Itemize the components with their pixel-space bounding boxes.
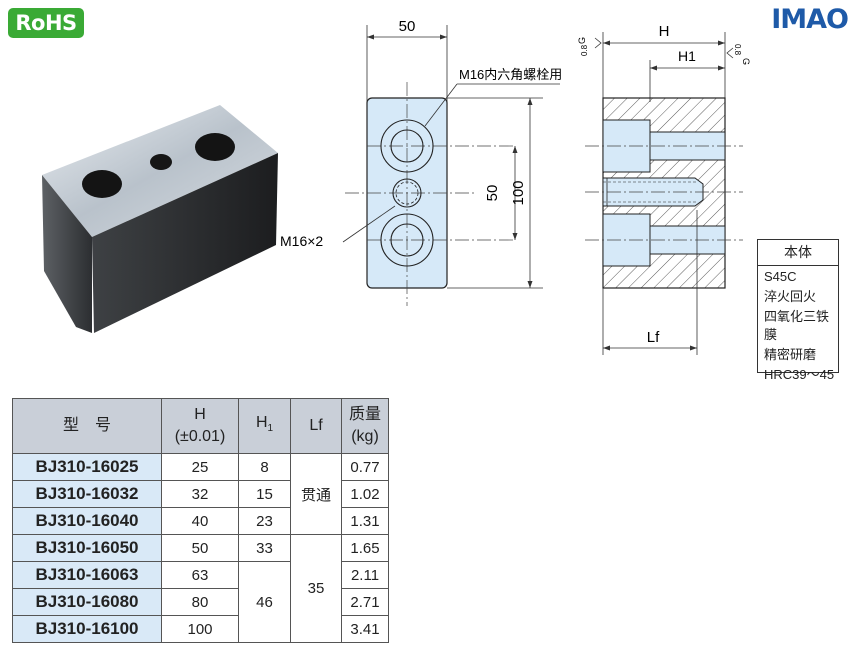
- cell-model: BJ310-16040: [12, 507, 162, 535]
- header-h-label: H: [194, 406, 206, 423]
- thread-hole: [392, 178, 422, 208]
- cell-h1: 8: [238, 453, 291, 481]
- material-line: 四氧化三铁膜: [764, 309, 830, 342]
- counterbore-top: [380, 119, 434, 173]
- product-photo: [42, 105, 278, 333]
- header-mass-label: 质量: [348, 406, 381, 423]
- header-h1-label: H: [255, 413, 268, 431]
- cell-mass: 1.31: [341, 507, 389, 535]
- cell-mass: 1.02: [341, 480, 389, 508]
- cell-lf: 贯通: [290, 453, 342, 535]
- cell-model: BJ310-16100: [12, 615, 162, 643]
- cell-mass: 0.77: [341, 453, 389, 481]
- dim-lf-label: Lf: [647, 329, 660, 346]
- table-row: BJ310-16040 40 23 1.31: [12, 507, 389, 535]
- cell-model: BJ310-16025: [12, 453, 162, 481]
- cell-model: BJ310-16050: [12, 534, 162, 562]
- header-h1: H1: [238, 398, 291, 454]
- photo-hole-right: [195, 133, 235, 161]
- cell-h: 50: [161, 534, 239, 562]
- cell-lf: 35: [290, 534, 342, 643]
- material-line: 精密研磨: [764, 347, 817, 362]
- header-h: H (±0.01): [161, 398, 239, 454]
- table-row: BJ310-16025 25 8 贯通 0.77: [12, 453, 389, 535]
- header-mass-unit: (kg): [351, 428, 379, 445]
- bolt-note: M16内六角螺栓用: [459, 67, 562, 82]
- header-mass: 质量 (kg): [341, 398, 389, 454]
- header-model: 型 号: [12, 398, 162, 454]
- cell-h1: 23: [238, 507, 291, 535]
- photo-hole-left: [82, 170, 122, 198]
- cell-mass: 3.41: [341, 615, 389, 643]
- table-row: BJ310-16032 32 15 1.02: [12, 480, 389, 508]
- dim-h1-label: H1: [678, 48, 696, 64]
- dim-width-label: 50: [399, 18, 416, 35]
- cell-model: BJ310-16063: [12, 561, 162, 589]
- cell-mass: 2.71: [341, 588, 389, 616]
- thread-note: M16×2: [280, 233, 323, 249]
- cell-h: 40: [161, 507, 239, 535]
- cell-h1: 33: [238, 534, 291, 562]
- material-line: 淬火回火: [764, 289, 817, 304]
- cell-mass: 1.65: [341, 534, 389, 562]
- table-row: BJ310-16100 100 3.41: [12, 615, 389, 643]
- roughness-right-g: G: [741, 58, 751, 65]
- roughness-left: 0.8: [580, 44, 589, 56]
- dim-spacing-label: 50: [484, 185, 501, 202]
- front-view-drawing: 50 50 100 M16内六角螺栓用 M16×2: [280, 18, 562, 306]
- table-row: BJ310-16050 50 33 35 1.65: [12, 534, 389, 643]
- cell-model: BJ310-16080: [12, 588, 162, 616]
- material-box: 本体 S45C 淬火回火 四氧化三铁膜 精密研磨 HRC39～45: [757, 239, 839, 382]
- imao-logo: IMAO: [771, 4, 849, 35]
- cell-h: 100: [161, 615, 239, 643]
- cell-h: 32: [161, 480, 239, 508]
- header-h-tol: (±0.01): [174, 428, 226, 445]
- counterbore-bottom: [380, 213, 434, 267]
- roughness-right: 0.8: [733, 44, 742, 56]
- header-h1-sub: 1: [267, 423, 274, 435]
- roughness-left-g: G: [577, 37, 587, 44]
- dim-height-label: 100: [510, 180, 527, 205]
- photo-hole-center: [150, 154, 172, 170]
- material-line: S45C: [764, 269, 797, 284]
- header-lf: Lf: [290, 398, 342, 454]
- side-section-drawing: H H1 0.8 G 0.8 G Lf: [577, 23, 751, 355]
- rohs-logo: RoHS: [8, 8, 84, 38]
- cell-h1: 15: [238, 480, 291, 508]
- table-row: BJ310-16063 63 46 2.11: [12, 561, 389, 643]
- material-header: 本体: [758, 240, 838, 266]
- dim-h-label: H: [659, 23, 670, 40]
- material-line: HRC39～45: [764, 367, 835, 382]
- cell-h: 80: [161, 588, 239, 616]
- spec-table: 型 号 H (±0.01) H1 Lf 质量 (kg) BJ310-16025 …: [12, 398, 389, 643]
- cell-h: 63: [161, 561, 239, 589]
- cell-mass: 2.11: [341, 561, 389, 589]
- table-header-row: 型 号 H (±0.01) H1 Lf 质量 (kg): [12, 398, 389, 454]
- cell-h: 25: [161, 453, 239, 481]
- cell-model: BJ310-16032: [12, 480, 162, 508]
- cell-h1: 46: [238, 561, 291, 643]
